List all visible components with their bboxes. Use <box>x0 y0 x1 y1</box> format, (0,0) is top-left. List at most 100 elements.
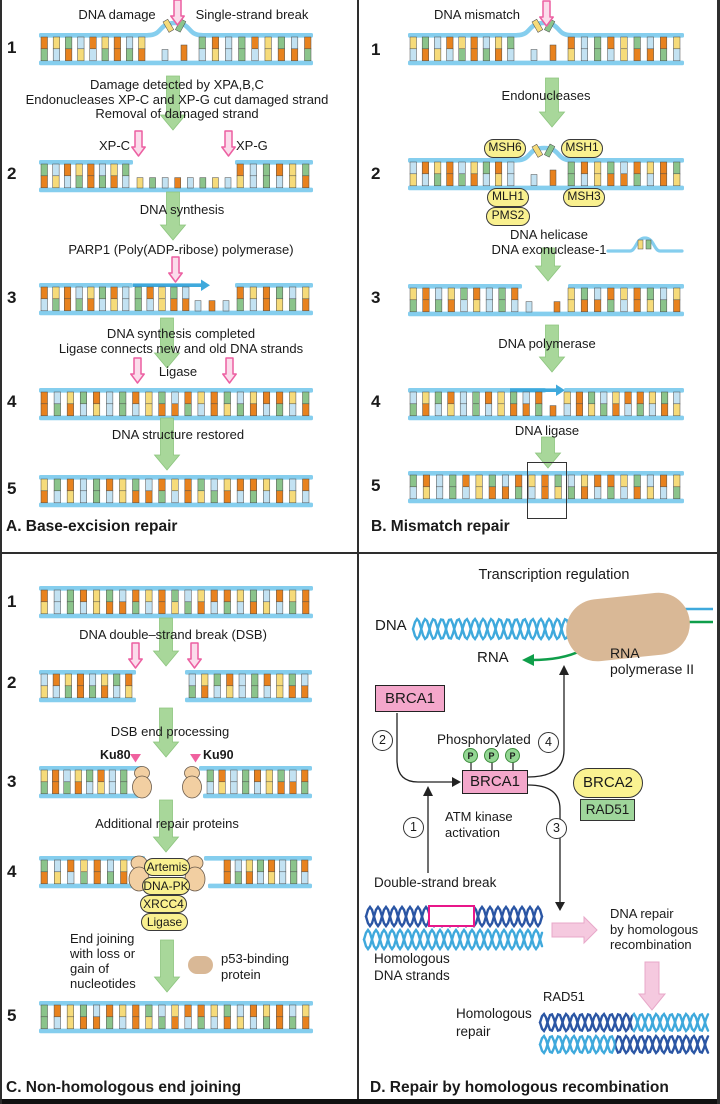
pink-arrow <box>538 0 554 27</box>
pink-arrow <box>129 357 145 384</box>
a-detect-text: Damage detected by XPA,B,C Endonucleases… <box>25 77 329 121</box>
c-strand-4-left <box>39 856 145 889</box>
c-p53-label: p53-binding protein <box>221 951 289 982</box>
d-dsb-label: Double-strand break <box>374 875 497 890</box>
a-caption: A. Base-excision repair <box>6 518 178 535</box>
b-polymerase-label: DNA polymerase <box>498 336 596 351</box>
a-strand-1 <box>39 18 313 66</box>
b-strand-3 <box>408 284 684 317</box>
a-restored-label: DNA structure restored <box>111 427 245 442</box>
c-strand-1 <box>39 586 313 619</box>
pink-arrow <box>169 0 185 26</box>
a-strand-2 <box>39 160 313 193</box>
c-processing-label: DSB end processing <box>110 724 230 739</box>
c-strand-5 <box>39 1001 313 1034</box>
d-circle-4: 4 <box>538 732 559 753</box>
b-mismatch-label: DNA mismatch <box>434 7 520 22</box>
d-phospho-p2: P <box>484 748 499 763</box>
c-artemis-protein: Artemis <box>144 858 190 876</box>
b-step-4: 4 <box>371 392 381 411</box>
b-strand-1 <box>408 18 684 66</box>
c-dsb-label: DNA double–strand break (DSB) <box>79 627 267 642</box>
d-circle-1: 1 <box>403 817 424 838</box>
c-ligase-protein: Ligase <box>141 913 188 931</box>
b-msh6-protein: MSH6 <box>484 139 526 158</box>
c-strand-2-left <box>39 670 136 703</box>
d-brca2-oval: BRCA2 <box>573 768 643 798</box>
a-step-3: 3 <box>7 288 17 307</box>
d-homologous-strand-helix <box>362 927 544 952</box>
d-brca1-box: BRCA1 <box>375 685 445 712</box>
a-strand-4 <box>39 388 313 421</box>
a-ssb-label: Single-strand break <box>195 7 309 22</box>
b-msh3-protein: MSH3 <box>563 188 605 207</box>
d-rna-pol-label: RNA polymerase II <box>610 645 695 677</box>
b-step-1: 1 <box>371 40 381 59</box>
a-synth-completed-text: DNA synthesis completed Ligase connects … <box>58 326 304 356</box>
c-additional-label: Additional repair proteins <box>95 816 239 831</box>
d-circle-3: 3 <box>546 818 567 839</box>
b-excised-fragment <box>606 236 684 253</box>
b-helicase-text: DNA helicase DNA exonuclease-1 <box>491 227 607 257</box>
b-caption: B. Mismatch repair <box>371 518 510 535</box>
b-ligase-label: DNA ligase <box>514 423 580 438</box>
a-xpc-label: XP-C <box>99 138 131 153</box>
d-atm-label: ATM kinase activation <box>445 809 513 840</box>
a-step-2: 2 <box>7 164 17 183</box>
b-step-2: 2 <box>371 164 381 183</box>
c-p53-blob <box>188 956 213 974</box>
d-caption: D. Repair by homologous recombination <box>370 1079 669 1096</box>
a-synthesis-label: DNA synthesis <box>139 202 225 217</box>
a-parp1-label: PARP1 (Poly(ADP-ribose) polymerase) <box>68 242 294 257</box>
b-msh1-protein: MSH1 <box>561 139 603 158</box>
c-ku90-label: Ku90 <box>203 748 234 762</box>
a-dna-damage-label: DNA damage <box>78 7 156 22</box>
d-title: Transcription regulation <box>478 567 630 583</box>
d-rad51-box: RAD51 <box>580 799 635 821</box>
b-endonucleases-label: Endonucleases <box>501 88 591 103</box>
c-strand-2-right <box>185 670 312 703</box>
c-strand-3-right <box>182 766 312 799</box>
c-step-2: 2 <box>7 673 17 692</box>
d-circle-2: 2 <box>372 730 393 751</box>
d-phosphorylated-label: Phosphorylated <box>437 732 531 747</box>
c-step-3: 3 <box>7 772 17 791</box>
b-repaired-site-box <box>527 462 567 519</box>
right-edge <box>717 0 720 1104</box>
c-step-1: 1 <box>7 592 17 611</box>
d-break-box <box>428 905 475 927</box>
d-repair-text: DNA repair by homologous recombination <box>610 906 699 952</box>
pink-arrow <box>167 256 183 283</box>
d-repaired-helix-1 <box>538 1011 710 1034</box>
d-homologous-strands-label: Homologous DNA strands <box>374 951 450 983</box>
left-edge <box>0 0 2 1104</box>
b-strand-4 <box>408 384 684 421</box>
d-repaired-helix-2 <box>538 1033 710 1056</box>
c-strand-3-left <box>39 766 152 799</box>
pink-arrow <box>127 642 143 669</box>
pink-triangle <box>129 754 141 763</box>
pink-arrow <box>130 130 146 157</box>
d-rad51-label: RAD51 <box>543 989 585 1004</box>
d-phospho-p3: P <box>505 748 520 763</box>
d-dna-helix <box>411 616 593 642</box>
a-step-1: 1 <box>7 38 17 57</box>
b-strand-2 <box>408 143 684 191</box>
pink-arrow <box>220 130 236 157</box>
c-ku80-label: Ku80 <box>100 748 131 762</box>
d-homologous-repair-label: Homologous repair <box>456 1006 532 1039</box>
d-brca1-phospho-box: BRCA1 <box>462 770 528 794</box>
c-step-4: 4 <box>7 862 17 881</box>
d-dna-label: DNA <box>375 617 407 634</box>
a-step-4: 4 <box>7 392 17 411</box>
c-xrcc4-protein: XRCC4 <box>140 895 187 913</box>
a-strand-5 <box>39 475 313 508</box>
horizontal-divider <box>0 552 720 554</box>
pink-arrow <box>221 357 237 384</box>
green-arrow <box>153 939 181 993</box>
pink-triangle <box>189 754 201 763</box>
b-pms2-protein: PMS2 <box>486 207 530 226</box>
c-end-joining-text: End joining with loss or gain of nucleot… <box>70 931 136 991</box>
c-step-5: 5 <box>7 1006 17 1025</box>
pink-arrow <box>186 642 202 669</box>
